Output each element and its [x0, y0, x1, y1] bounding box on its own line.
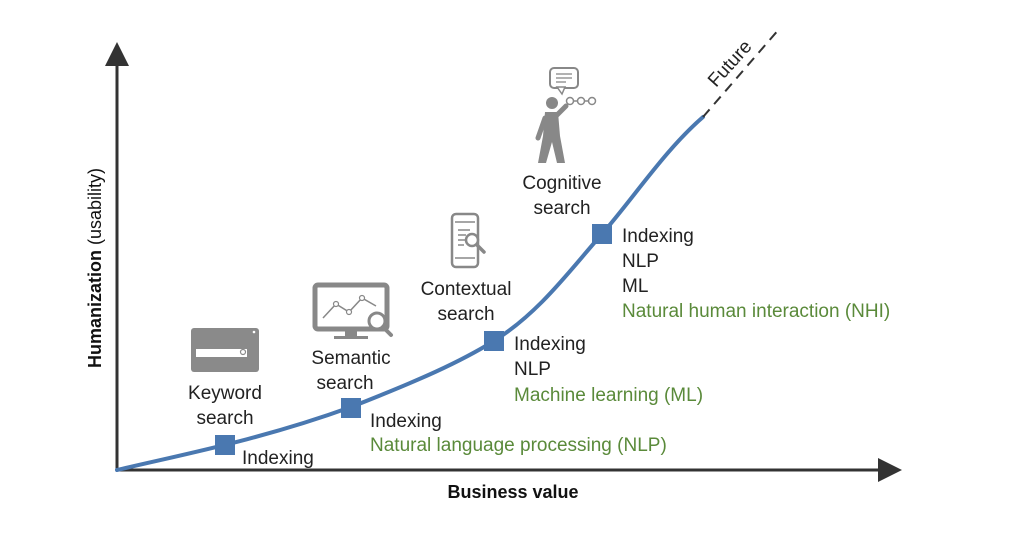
- stage-new-feature: Machine learning (ML): [514, 385, 703, 406]
- stage-title-line-1: Contextual: [421, 279, 512, 300]
- stage-feature: Indexing: [242, 448, 314, 469]
- axes: [105, 42, 902, 482]
- stage-cognitive-search: Cognitive search Indexing NLP ML Natural…: [522, 67, 890, 322]
- stage-feature: Indexing: [622, 226, 694, 247]
- stage-marker-semantic: [341, 398, 361, 418]
- stage-new-feature: Natural language processing (NLP): [370, 435, 667, 456]
- stage-title-line-1: Keyword: [188, 383, 262, 404]
- x-axis-title: Business value: [447, 482, 578, 502]
- stage-feature: NLP: [622, 251, 659, 272]
- y-axis-title-bold: Humanization: [85, 250, 105, 368]
- person-chat-icon: [535, 67, 597, 163]
- x-axis-arrow: [878, 458, 902, 482]
- stage-title-line-2: search: [316, 373, 373, 394]
- stage-marker-keyword: [215, 435, 235, 455]
- stage-title-line-1: Cognitive: [522, 173, 601, 194]
- future-dashed-line: [702, 27, 781, 118]
- stage-title-line-1: Semantic: [311, 348, 390, 369]
- stage-feature: NLP: [514, 359, 551, 380]
- stage-feature: Indexing: [370, 411, 442, 432]
- stage-keyword-search: Keyword search Indexing: [188, 328, 314, 469]
- stage-feature: ML: [622, 276, 648, 297]
- stage-semantic-search: Semantic search Indexing Natural languag…: [311, 282, 667, 456]
- stage-title-line-2: search: [437, 304, 494, 325]
- stage-contextual-search: Contextual search Indexing NLP Machine l…: [421, 212, 703, 406]
- smartphone-search-icon: [450, 212, 486, 269]
- stage-title-line-2: search: [196, 408, 253, 429]
- y-axis-title: Humanization (usability): [85, 168, 105, 368]
- stage-marker-contextual: [484, 331, 504, 351]
- y-axis-arrow: [105, 42, 129, 66]
- stage-new-feature: Natural human interaction (NHI): [622, 301, 890, 322]
- stage-marker-cognitive: [592, 224, 612, 244]
- monitor-search-icon: [312, 282, 393, 339]
- y-axis-title-light: (usability): [85, 168, 105, 250]
- search-bar-icon: [191, 328, 259, 372]
- stage-feature: Indexing: [514, 334, 586, 355]
- stage-title-line-2: search: [533, 198, 590, 219]
